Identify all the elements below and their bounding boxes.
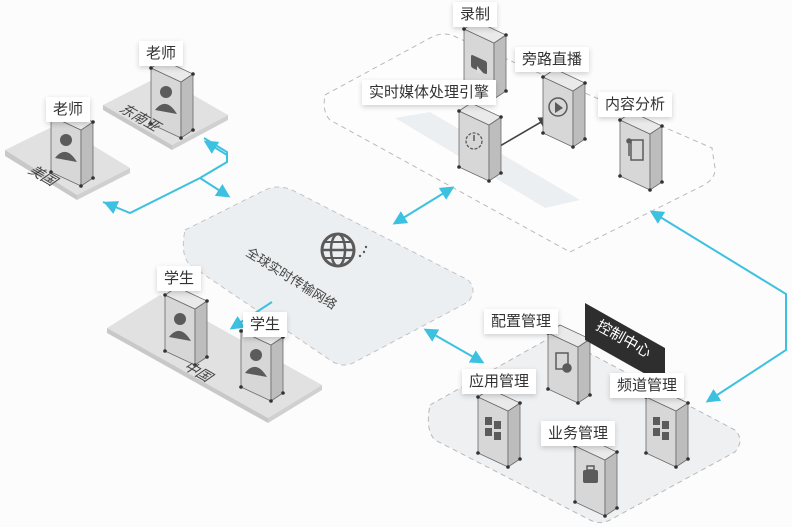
- engine-to-live-arrow: [499, 116, 550, 147]
- label-app: 应用管理: [462, 369, 537, 394]
- label-engine: 实时媒体处理引擎: [362, 80, 497, 105]
- network-zone: [182, 186, 474, 366]
- device-china-student-2: [238, 322, 286, 404]
- analysis-icon: [626, 138, 644, 161]
- label-teacher-sea: 老师: [139, 41, 184, 66]
- user-icon: [245, 349, 267, 377]
- user-icon: [169, 313, 191, 341]
- device-analysis: [617, 111, 665, 193]
- device-usa-teacher: [48, 107, 96, 189]
- briefcase-icon: [583, 465, 598, 483]
- label-student-1: 学生: [157, 266, 202, 291]
- connectors: [102, 137, 787, 403]
- grid-icon: [485, 417, 501, 440]
- label-config: 配置管理: [484, 309, 559, 334]
- device-channel: [643, 388, 691, 470]
- link-sea: [199, 137, 228, 179]
- device-sea-teacher: [148, 59, 196, 141]
- device-engine: [456, 102, 504, 184]
- label-channel: 频道管理: [610, 373, 685, 398]
- gauge-icon: [465, 132, 483, 150]
- label-student-2: 学生: [243, 312, 288, 337]
- label-analysis: 内容分析: [598, 92, 673, 117]
- user-icon: [155, 86, 177, 114]
- label-teacher-usa: 老师: [46, 97, 91, 122]
- device-business: [572, 437, 620, 519]
- label-record: 录制: [453, 2, 498, 27]
- label-business: 业务管理: [541, 421, 616, 446]
- config-icon: [555, 352, 572, 373]
- grid-icon: [653, 417, 669, 440]
- link-usa: [102, 177, 201, 215]
- link-media-control: [649, 210, 787, 403]
- video-icon: [471, 54, 487, 75]
- device-china-student-1: [162, 286, 210, 368]
- device-record: [461, 20, 509, 102]
- device-config: [545, 324, 593, 406]
- link-network-media: [392, 186, 455, 225]
- link-hub-network: [199, 177, 231, 198]
- user-icon: [55, 134, 77, 162]
- link-network-control: [423, 328, 485, 364]
- play-icon: [548, 97, 568, 117]
- label-live: 旁路直播: [515, 47, 590, 72]
- control-center-tag-bg: [585, 303, 665, 385]
- device-app: [475, 388, 523, 470]
- globe-icon: [320, 232, 368, 268]
- device-live: [540, 68, 588, 150]
